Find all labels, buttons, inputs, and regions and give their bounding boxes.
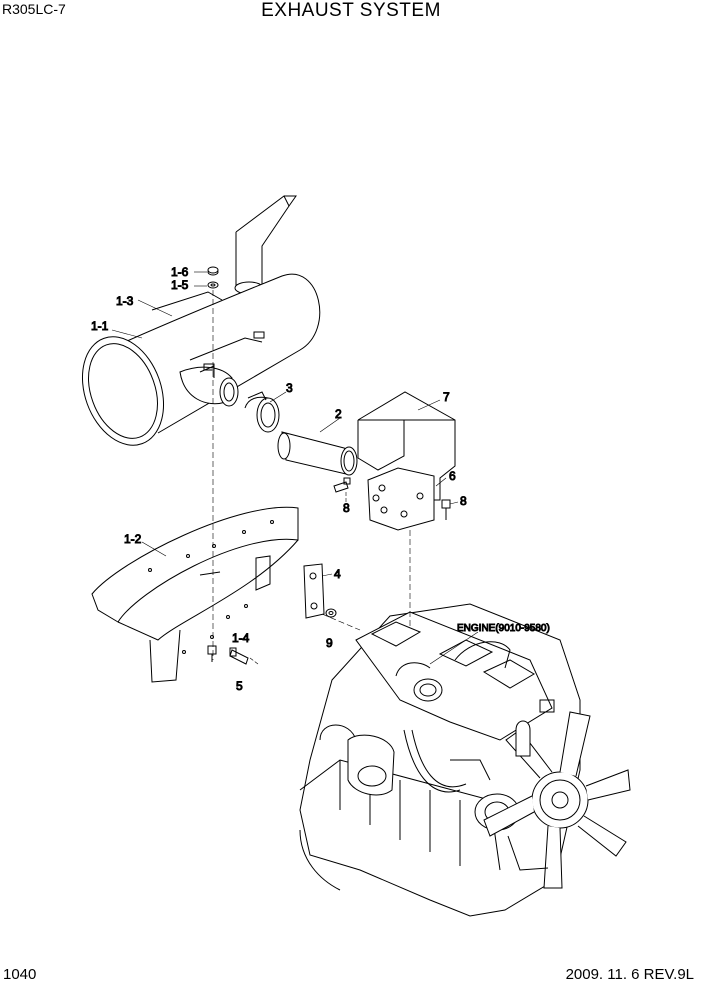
- callout-7: 7: [443, 390, 450, 404]
- callout-2: 2: [335, 407, 342, 421]
- callout-4: 4: [334, 567, 341, 581]
- clamp-3: [244, 391, 280, 433]
- muffler-assembly: [81, 195, 321, 446]
- callout-6: 6: [449, 469, 456, 483]
- callout-1-3: 1-3: [116, 294, 134, 308]
- callout-5: 5: [236, 679, 243, 693]
- callout-8-right: 8: [460, 494, 467, 508]
- washer-9: [325, 608, 337, 618]
- callout-1-2: 1-2: [124, 532, 142, 546]
- page-number: 1040: [3, 966, 37, 983]
- callout-1-1: 1-1: [91, 319, 109, 333]
- nut-1-6: [207, 266, 219, 276]
- engine-label: ENGINE(9010-9580): [457, 623, 550, 634]
- heat-shield-1-2: [91, 506, 299, 683]
- plate-4: [303, 563, 325, 619]
- bracket-6: [367, 467, 435, 531]
- pipe-2: [277, 431, 358, 476]
- engine: [299, 603, 631, 917]
- bolt-5: [229, 647, 249, 665]
- callout-1-6: 1-6: [171, 265, 189, 279]
- bolt-1-4: [207, 645, 217, 662]
- callout-1-5: 1-5: [171, 278, 189, 292]
- leader-lines: [111, 271, 479, 665]
- callout-8-left: 8: [343, 501, 350, 515]
- washer-1-5: [207, 281, 219, 289]
- callout-3: 3: [286, 381, 293, 395]
- cooling-fan: [483, 711, 631, 889]
- bolt-8b: [441, 499, 451, 520]
- callout-1-4: 1-4: [232, 631, 250, 645]
- bracket-7: [357, 391, 456, 501]
- bolt-8a: [333, 477, 351, 493]
- model-label: R305LC-7: [2, 1, 66, 17]
- revision-date: 2009. 11. 6 REV.9L: [565, 966, 694, 983]
- page-title: EXHAUST SYSTEM: [261, 0, 441, 21]
- callout-9: 9: [326, 636, 333, 650]
